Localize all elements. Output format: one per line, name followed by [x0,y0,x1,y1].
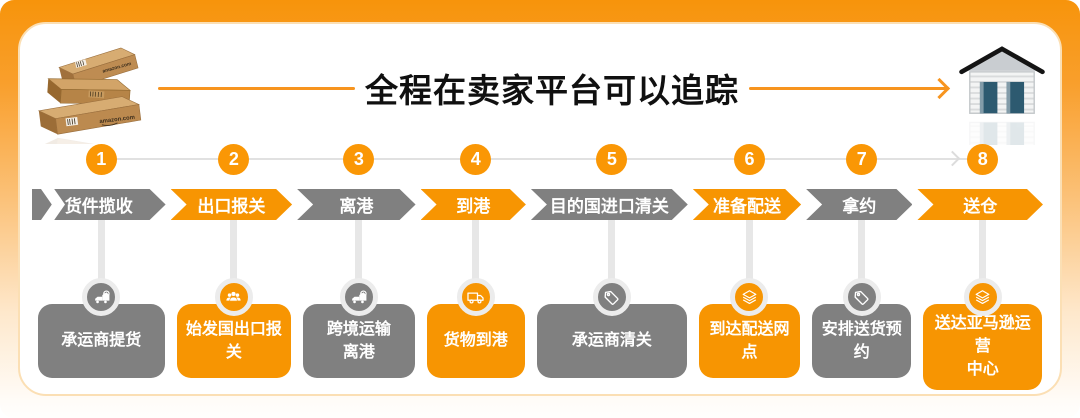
detail-card: 承运商提货 [38,304,165,378]
step-detail: 承运商清关 [531,220,693,390]
step-number-badge: 6 [733,144,765,175]
detail-card: 安排送货预约 [812,304,912,378]
truck-plus-icon [339,278,378,316]
stage-banner-label: 到港 [456,197,491,216]
people-group-icon [214,278,253,316]
tag-icon [842,278,881,316]
step-number-row: 1 2 3 4 5 6 7 8 [32,144,1048,176]
amazon-boxes-illustration: amazon.com [30,40,148,228]
stage-banner-row: 货件揽收 出口报关 离港 到港 目的国进口清关 准备配送 拿约 送仓 [32,189,1048,220]
detail-card: 送达亚马逊运营 中心 [923,304,1042,390]
stage-banner-label: 拿约 [842,197,877,216]
stage-banner: 货件揽收 [32,189,166,220]
detail-card: 到达配送网点 [698,304,801,378]
truck-plus-icon [82,278,121,316]
step-number-badge: 8 [967,144,999,175]
detail-card: 承运商清关 [536,304,687,378]
stage-banner-label: 送仓 [963,197,998,216]
stage-banner: 目的国进口清关 [531,189,688,220]
header: amazon.com [32,38,1048,228]
stage-banner: 出口报关 [171,189,293,220]
step-number-badge: 4 [460,144,492,175]
step-detail: 始发国出口报关 [171,220,298,390]
step-number-badge: 5 [596,144,628,175]
step-number-badge: 2 [218,144,250,175]
step-detail: 承运商提货 [32,220,171,390]
stage-banner-label: 离港 [339,197,374,216]
title-arrow-right [749,86,946,90]
tag-icon [592,278,631,316]
step-number-badge: 1 [85,144,117,175]
stage-banner: 送仓 [917,189,1043,220]
content-panel: amazon.com [18,22,1062,396]
detail-card: 始发国出口报关 [176,304,292,378]
stage-banner-label: 准备配送 [712,197,781,216]
step-detail: 货物到港 [421,220,531,390]
diagram-title: 全程在卖家平台可以追踪 [365,72,739,109]
truck-icon [456,278,495,316]
vertical-connector [745,220,753,300]
stage-banner-label: 货件揽收 [64,197,133,216]
step-number-badge: 3 [343,144,375,175]
vertical-connector [858,220,866,300]
stage-banner-label: 出口报关 [197,197,266,216]
detail-card: 货物到港 [426,304,525,378]
step-detail: 安排送货预约 [806,220,917,390]
vertical-connector [979,220,987,300]
step-detail: 跨境运输 离港 [297,220,420,390]
step-detail: 送达亚马逊运营 中心 [917,220,1048,390]
stacked-layers-icon [963,278,1002,316]
stage-banner: 拿约 [806,189,912,220]
stage-banner: 准备配送 [693,189,801,220]
vertical-connector [608,220,616,300]
step-detail: 到达配送网点 [693,220,806,390]
stage-banner: 离港 [297,189,415,220]
stage-banner: 到港 [421,189,526,220]
stacked-layers-icon [730,278,769,316]
vertical-connector [472,220,480,300]
stage-banner-label: 目的国进口清关 [549,197,669,216]
detail-row: 承运商提货 始发国出口报关 跨境运输 离港 [32,220,1048,390]
vertical-connector [230,220,238,300]
lead-chevron-icon [41,189,65,220]
vertical-connector [97,220,105,300]
warehouse-icon [956,41,1048,145]
vertical-connector [355,220,363,300]
number-connector-line [101,158,982,160]
detail-card: 跨境运输 离港 [303,304,415,378]
step-number-badge: 7 [846,144,878,175]
title-connector-line-left [158,86,355,90]
